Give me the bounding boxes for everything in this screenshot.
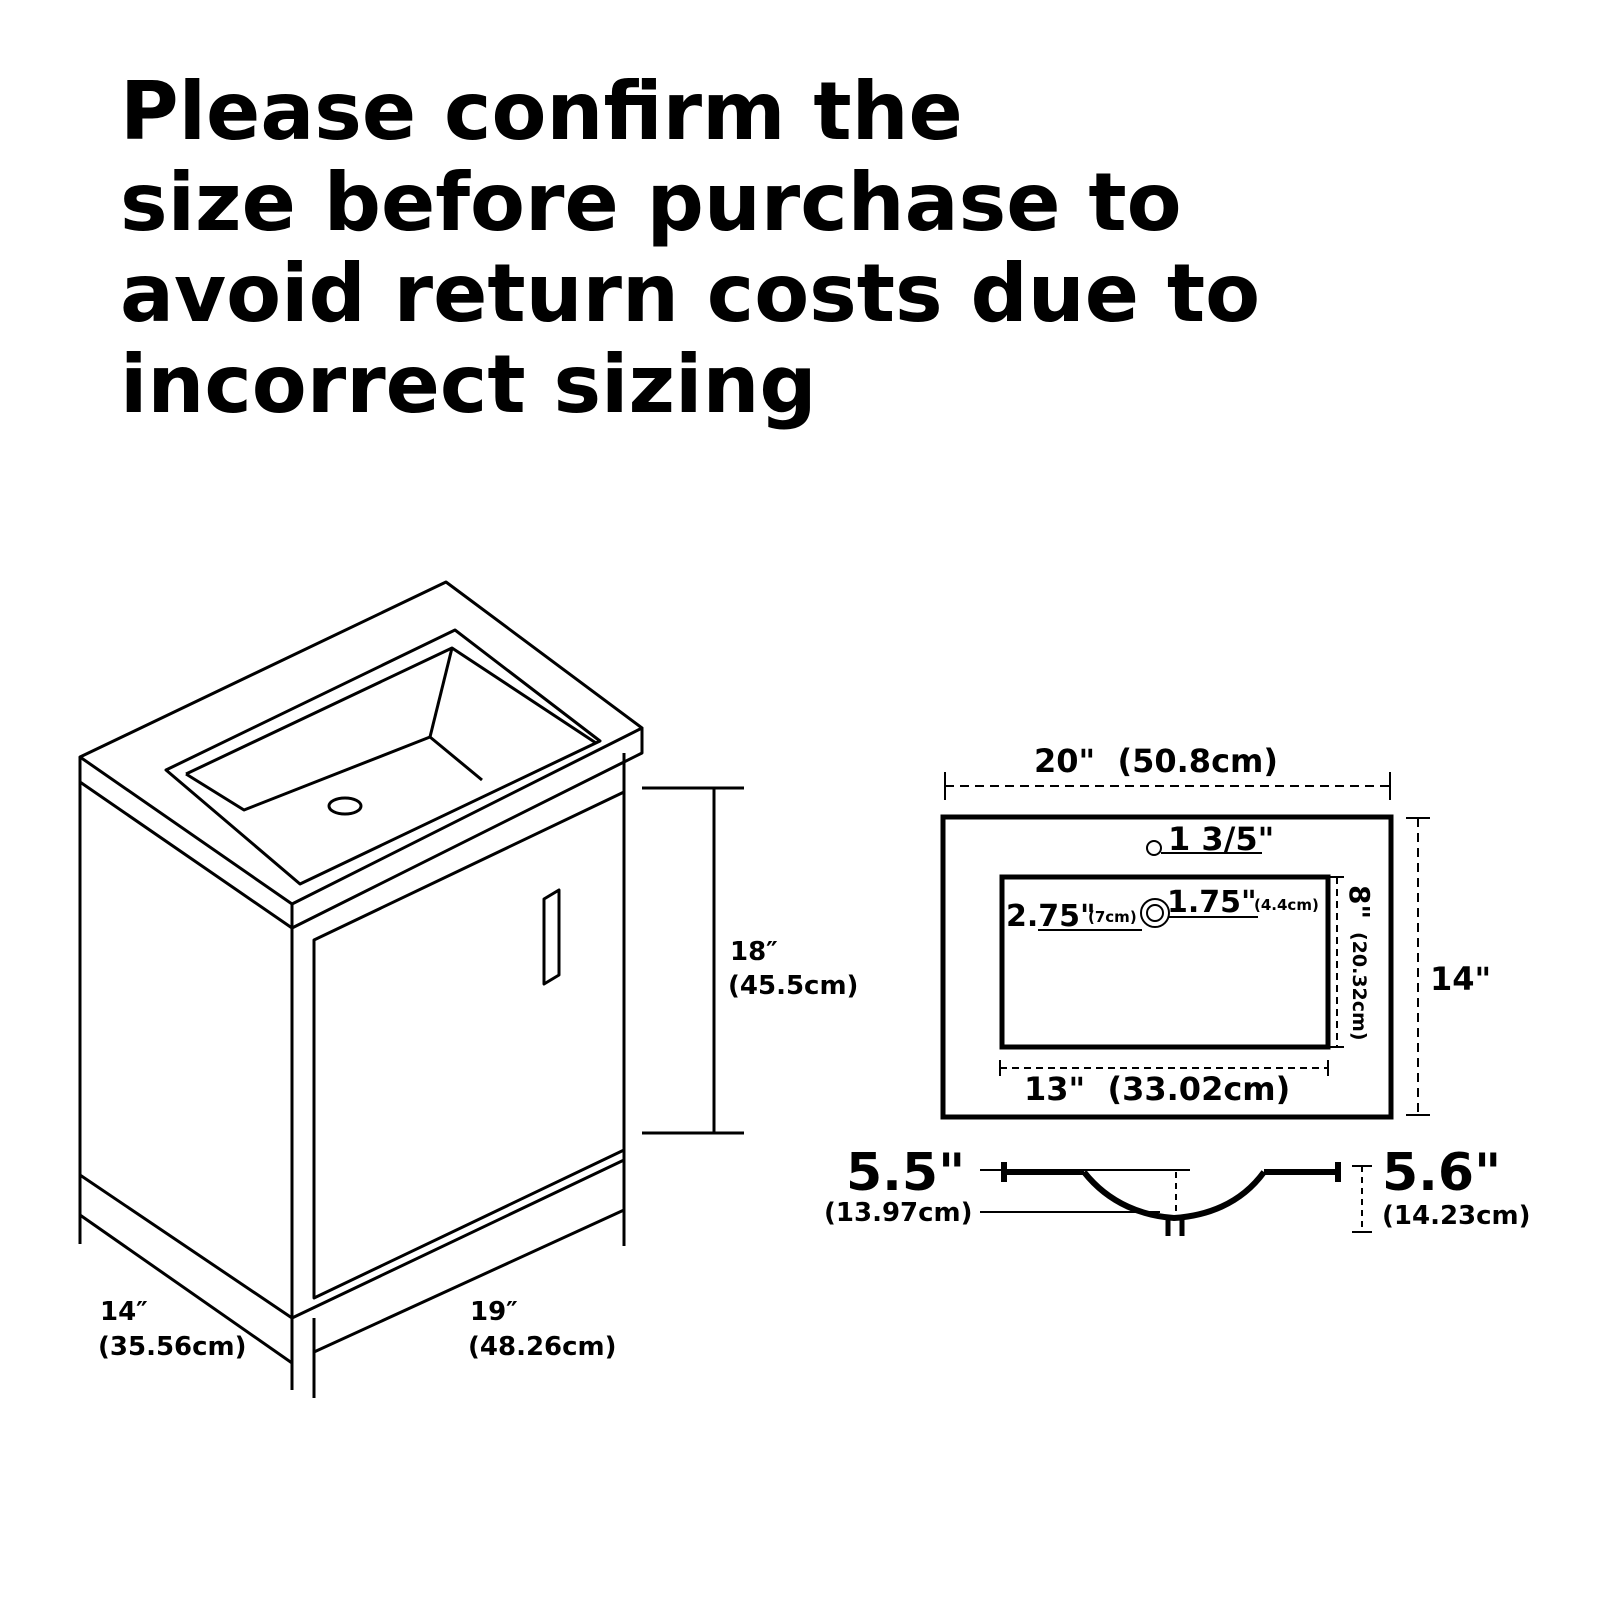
basin-depth-in: 8" [1343, 885, 1376, 919]
profile-left-in: 5.5" [846, 1143, 965, 1203]
headline-line-2: size before purchase to [120, 156, 1182, 249]
faucet-offset-label: 1 3/5" [1168, 820, 1274, 858]
drain-inner-icon [1146, 904, 1164, 922]
cabinet-base-left [79, 1213, 293, 1365]
drain-left-cm: (7cm) [1088, 908, 1137, 926]
cabinet-width-cm: (48.26cm) [468, 1332, 617, 1362]
cabinet-base-right [313, 1208, 625, 1354]
drain-dia-in: 1.75" [1167, 885, 1257, 920]
cabinet-height-in: 18″ [730, 937, 778, 967]
sink-top-view [940, 772, 1430, 1120]
door-handle [542, 888, 561, 986]
countertop-width-label: 20" (50.8cm) [1034, 742, 1278, 780]
drain-outer-icon [1140, 898, 1170, 928]
drain-left-in: 2.75" [1006, 899, 1096, 934]
cabinet-depth-in: 14″ [100, 1297, 148, 1327]
cabinet-depth-cm: (35.56cm) [98, 1332, 247, 1362]
cabinet-width-in: 19″ [470, 1297, 518, 1327]
countertop-outline [940, 814, 1394, 1120]
cabinet-side-bottom [79, 1173, 293, 1320]
sink-side-profile [980, 1162, 1372, 1236]
basin-depth-cm: (20.32cm) [1348, 932, 1370, 1041]
basin-outline [999, 874, 1331, 1050]
profile-right-cm: (14.23cm) [1382, 1201, 1531, 1231]
headline-line-3: avoid return costs due to [120, 247, 1261, 340]
headline: Please confirm the size before purchase … [120, 65, 1261, 431]
drain-icon [327, 796, 363, 816]
profile-left-cm: (13.97cm) [824, 1198, 973, 1228]
basin-floor [185, 735, 483, 812]
cabinet-door [312, 790, 626, 1300]
cabinet-height-cm: (45.5cm) [728, 971, 858, 1001]
drain-dia-cm: (4.4cm) [1254, 896, 1319, 914]
headline-line-4: incorrect sizing [120, 338, 817, 431]
faucet-hole-icon [1146, 840, 1162, 856]
vanity-cabinet-drawing [78, 580, 744, 1398]
basin-inner [185, 646, 597, 776]
profile-bowl [1081, 1170, 1267, 1222]
headline-line-1: Please confirm the [120, 65, 963, 158]
basin-rim [164, 628, 602, 886]
countertop-depth-label: 14" [1430, 960, 1491, 998]
basin-width-label: 13" (33.02cm) [1024, 1070, 1290, 1108]
profile-right-in: 5.6" [1382, 1143, 1501, 1203]
basin-back-crease [428, 647, 454, 738]
